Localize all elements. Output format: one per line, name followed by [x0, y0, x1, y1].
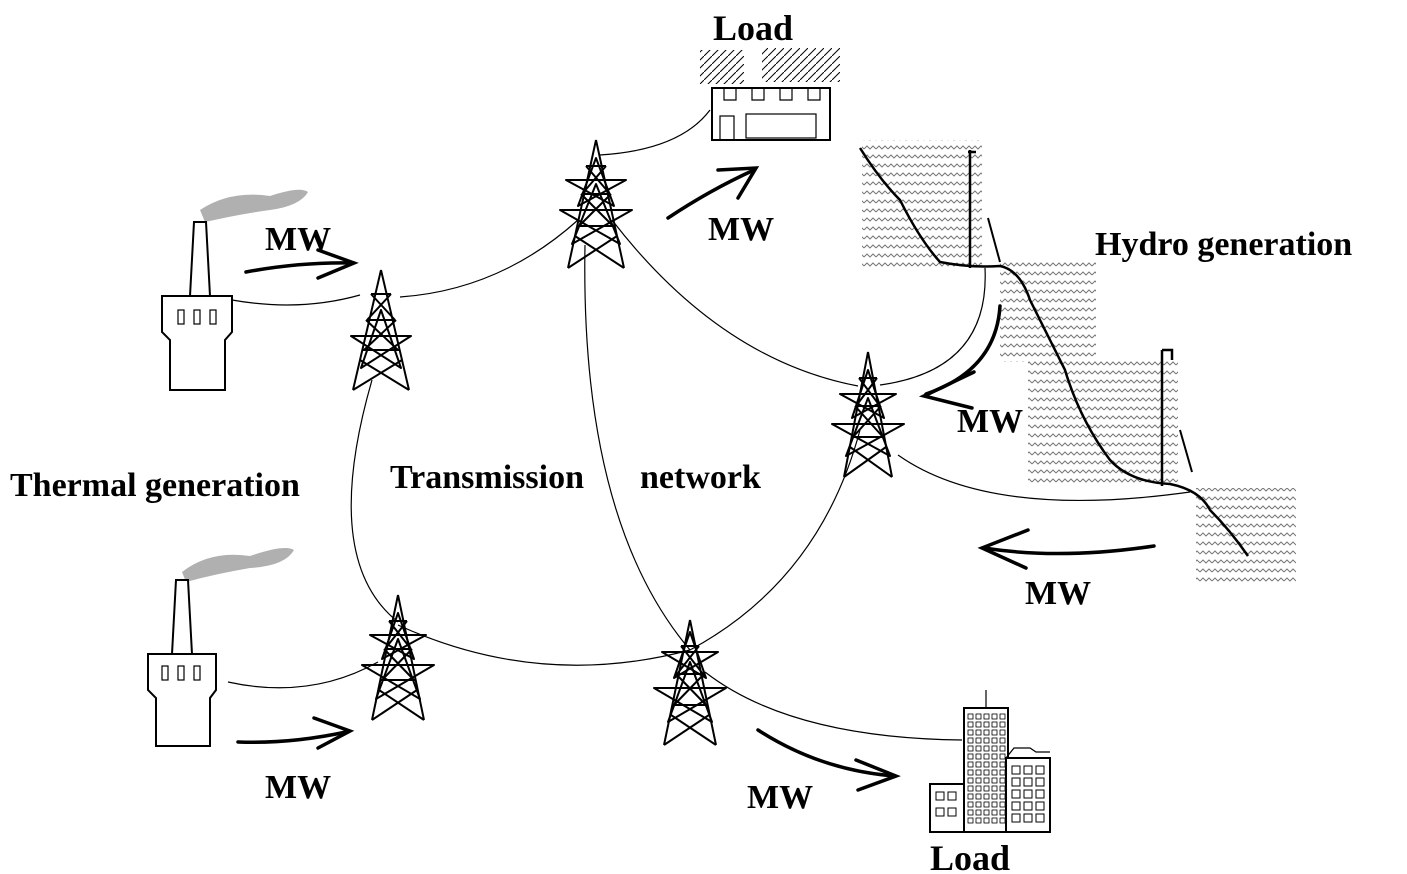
arrow-thermal1 [244, 248, 359, 280]
arrow-hydro2 [977, 528, 1156, 570]
label-mw-hydro1: MW [957, 403, 1023, 440]
label-hydro-generation: Hydro generation [1095, 226, 1352, 263]
label-mw-thermal2: MW [265, 769, 331, 806]
line-towerE-towerC [689, 429, 861, 651]
smoke-icon [200, 189, 308, 222]
label-load-bottom: Load [930, 838, 1010, 874]
label-transmission: Transmission [390, 459, 584, 496]
line-towerD-towerE [397, 624, 691, 666]
load-top-building [700, 48, 840, 141]
factory-icon [147, 653, 217, 747]
line-towerA-towerB [399, 219, 579, 298]
label-mw-load-bottom: MW [747, 779, 813, 816]
thermal-plant-top [161, 189, 308, 391]
load-bottom-city [929, 690, 1051, 833]
arrow-hydro1 [918, 304, 1002, 410]
line-towerB-towerE [584, 244, 691, 651]
river-course [858, 147, 1250, 557]
line-towerB-towerC [611, 219, 859, 387]
arrow-load-top [666, 166, 760, 220]
label-load-top: Load [713, 8, 793, 48]
label-mw-load-top: MW [708, 211, 774, 248]
labels: Load Load Hydro generation Thermal gener… [10, 8, 1352, 874]
tower-d [361, 594, 435, 721]
smoke-icon [182, 548, 294, 582]
arrow-thermal2 [236, 716, 355, 750]
transmission-lines [227, 109, 1191, 741]
dam-lower [1160, 348, 1174, 486]
label-thermal-generation: Thermal generation [10, 467, 300, 504]
label-mw-thermal1: MW [265, 221, 331, 258]
label-mw-hydro2: MW [1025, 575, 1091, 612]
label-network: network [640, 459, 761, 496]
lower-reservoir [1028, 360, 1178, 486]
tower-b [559, 139, 633, 269]
line-thermal1-towerA [231, 294, 361, 306]
line-hydro2-towerC [897, 454, 1191, 501]
line-thermal2-towerD [227, 661, 379, 689]
factory-icon [161, 295, 233, 391]
tower-e [653, 619, 727, 746]
arrow-load-bottom [756, 728, 901, 792]
thermal-plant-bottom [147, 548, 294, 747]
smoke-icon [700, 50, 744, 84]
line-hydro1-towerC [879, 267, 986, 386]
line-towerB-load-top [599, 109, 711, 156]
upper-reservoir [862, 140, 982, 270]
tail-water [1196, 488, 1296, 586]
hydro-plant [858, 140, 1296, 586]
dam-upper [968, 150, 976, 268]
line-towerA-towerD [350, 379, 399, 623]
line-towerE-load-bottom [704, 671, 963, 741]
tower-a [350, 269, 412, 391]
tower-c [831, 351, 905, 478]
mw-arrows [236, 166, 1156, 792]
